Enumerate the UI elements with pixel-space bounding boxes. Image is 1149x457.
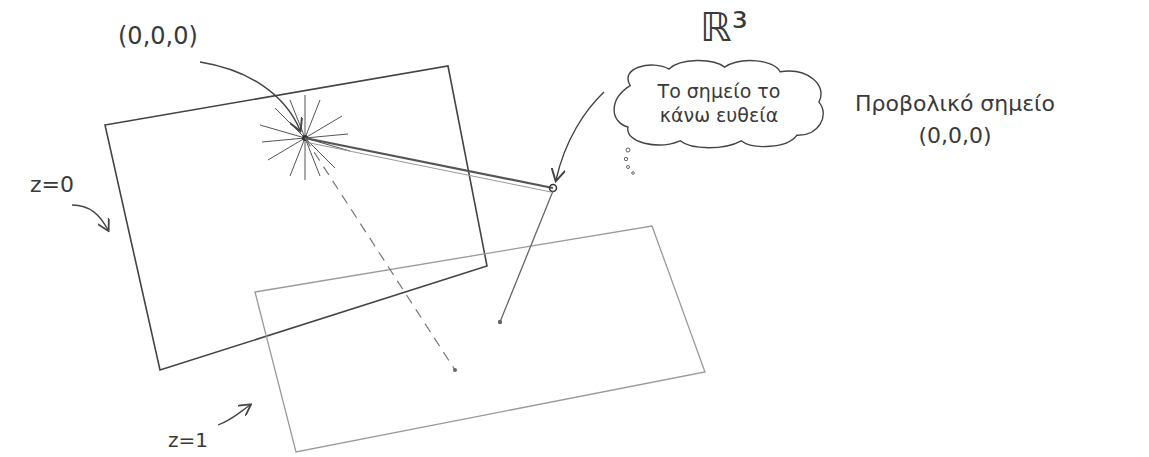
plane-label: z=1 [168, 428, 208, 452]
projective-line [305, 138, 553, 188]
leader-arrow [218, 405, 250, 425]
thought-dots [624, 148, 634, 174]
plane-z0 [105, 66, 487, 370]
leader-arrow [200, 62, 300, 130]
space-label: ℝ³ [700, 4, 748, 50]
plane-label: z=0 [30, 172, 74, 197]
point [550, 185, 557, 192]
cloud-text: Το σημείο το κάνω ευθεία [634, 80, 804, 128]
dashed-line [305, 138, 455, 370]
line-pencil [260, 95, 350, 180]
thought-cloud: Το σημείο το κάνω ευθεία [608, 58, 830, 150]
point-label: (0,0,0) [118, 22, 198, 50]
plane-z1 [255, 226, 705, 452]
note-label: Προβολικό σημείο (0,0,0) [840, 88, 1070, 152]
leader-arrow [556, 92, 604, 180]
leader-arrow [72, 205, 108, 230]
